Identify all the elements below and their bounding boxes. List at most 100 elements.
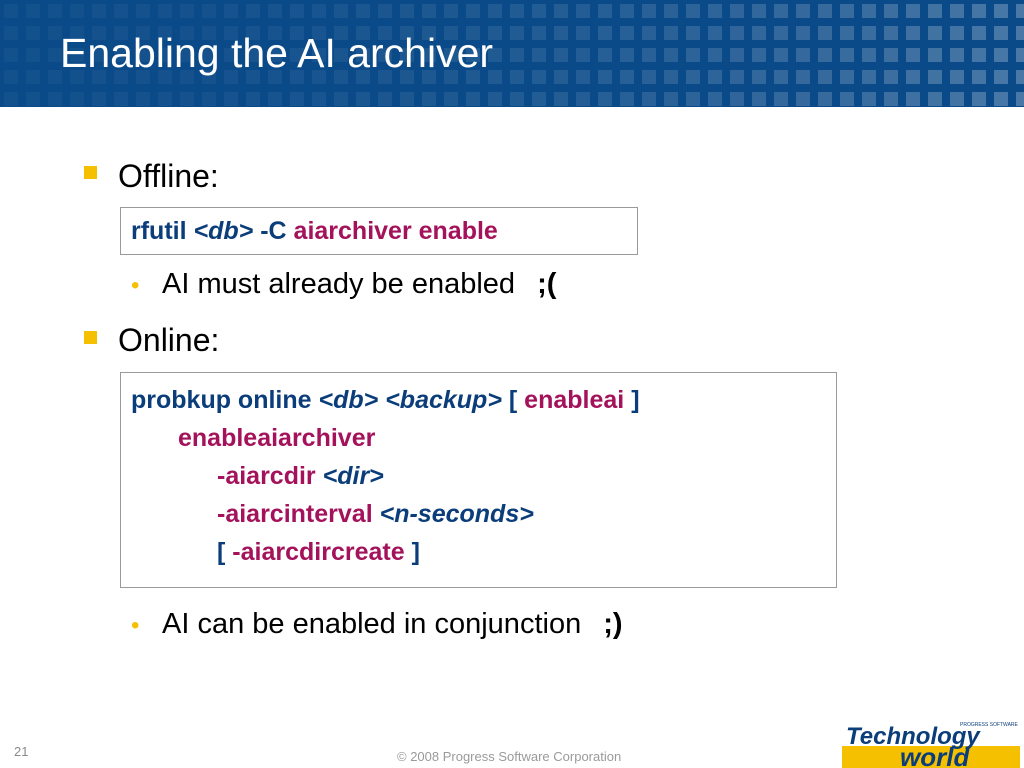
header-square — [686, 70, 700, 84]
header-square — [972, 70, 986, 84]
page-number: 21 — [14, 744, 29, 759]
header-square — [48, 92, 62, 106]
c-flag: -C — [260, 217, 287, 245]
header-grid-decoration — [4, 4, 1024, 106]
header-square — [510, 48, 524, 62]
header-square — [180, 26, 194, 40]
header-square — [774, 70, 788, 84]
header-square — [862, 26, 876, 40]
header-square — [620, 70, 634, 84]
header-square — [92, 92, 106, 106]
header-square — [796, 92, 810, 106]
header-square — [92, 26, 106, 40]
header-square — [532, 26, 546, 40]
header-square — [378, 92, 392, 106]
header-square — [796, 4, 810, 18]
header-square — [950, 26, 964, 40]
online-command-line-5: [ -aiarcdircreate ] — [131, 533, 836, 571]
header-square — [840, 70, 854, 84]
offline-command: rfutil <db> -C aiarchiver enable — [131, 212, 637, 250]
header-square — [906, 48, 920, 62]
header-square — [466, 26, 480, 40]
header-square — [202, 4, 216, 18]
header-square — [356, 26, 370, 40]
header-square — [664, 26, 678, 40]
header-square — [906, 92, 920, 106]
header-square — [972, 4, 986, 18]
header-square — [862, 48, 876, 62]
header-square — [950, 70, 964, 84]
header-square — [686, 26, 700, 40]
header-square — [1016, 4, 1024, 18]
header-square — [928, 26, 942, 40]
header-square — [356, 92, 370, 106]
header-square — [642, 48, 656, 62]
header-square — [26, 70, 40, 84]
header-square — [708, 4, 722, 18]
sad-emoticon: ;( — [537, 268, 557, 300]
header-square — [488, 48, 502, 62]
aiarcdircreate-option: -aiarcdircreate — [232, 538, 405, 566]
header-square — [158, 70, 172, 84]
optional-close-bracket: ] — [411, 538, 420, 566]
header-square — [972, 48, 986, 62]
header-square — [70, 70, 84, 84]
header-square — [1016, 26, 1024, 40]
svg-text:world: world — [900, 742, 970, 768]
header-square — [576, 26, 590, 40]
header-square — [510, 26, 524, 40]
aiarcinterval-option: -aiarcinterval — [217, 500, 373, 528]
header-square — [994, 70, 1008, 84]
header-square — [202, 92, 216, 106]
header-square — [400, 26, 414, 40]
header-square — [246, 70, 260, 84]
header-square — [752, 48, 766, 62]
header-square — [774, 92, 788, 106]
header-square — [686, 92, 700, 106]
enableaiarchiver-keyword: enableaiarchiver — [178, 424, 376, 452]
header-square — [92, 4, 106, 18]
header-square — [620, 48, 634, 62]
header-square — [532, 92, 546, 106]
header-square — [620, 4, 634, 18]
header-square — [598, 48, 612, 62]
header-square — [488, 4, 502, 18]
header-square — [180, 4, 194, 18]
header-square — [818, 92, 832, 106]
header-square — [1016, 48, 1024, 62]
header-square — [334, 48, 348, 62]
header-square — [950, 4, 964, 18]
header-square — [862, 4, 876, 18]
header-square — [862, 92, 876, 106]
header-square — [928, 92, 942, 106]
header-square — [268, 70, 282, 84]
header-square — [730, 48, 744, 62]
header-square — [378, 26, 392, 40]
header-square — [576, 4, 590, 18]
header-square — [862, 70, 876, 84]
svg-text:Technology: Technology — [846, 723, 981, 750]
header-square — [972, 26, 986, 40]
n-seconds-param: <n-seconds> — [379, 500, 534, 528]
header-square — [400, 70, 414, 84]
header-square — [48, 70, 62, 84]
header-square — [48, 48, 62, 62]
header-square — [268, 26, 282, 40]
copyright-notice: © 2008 Progress Software Corporation — [397, 749, 622, 764]
header-square — [224, 26, 238, 40]
header-square — [224, 70, 238, 84]
dot-bullet-icon: • — [131, 612, 140, 639]
header-square — [994, 26, 1008, 40]
header-square — [180, 70, 194, 84]
online-note: AI can be enabled in conjunction;) — [162, 608, 623, 641]
header-square — [620, 92, 634, 106]
online-heading: Online: — [118, 322, 220, 358]
header-square — [708, 70, 722, 84]
header-square — [598, 4, 612, 18]
header-square — [26, 4, 40, 18]
header-square — [576, 70, 590, 84]
header-square — [70, 4, 84, 18]
header-square — [4, 70, 18, 84]
header-square — [620, 26, 634, 40]
header-square — [818, 48, 832, 62]
